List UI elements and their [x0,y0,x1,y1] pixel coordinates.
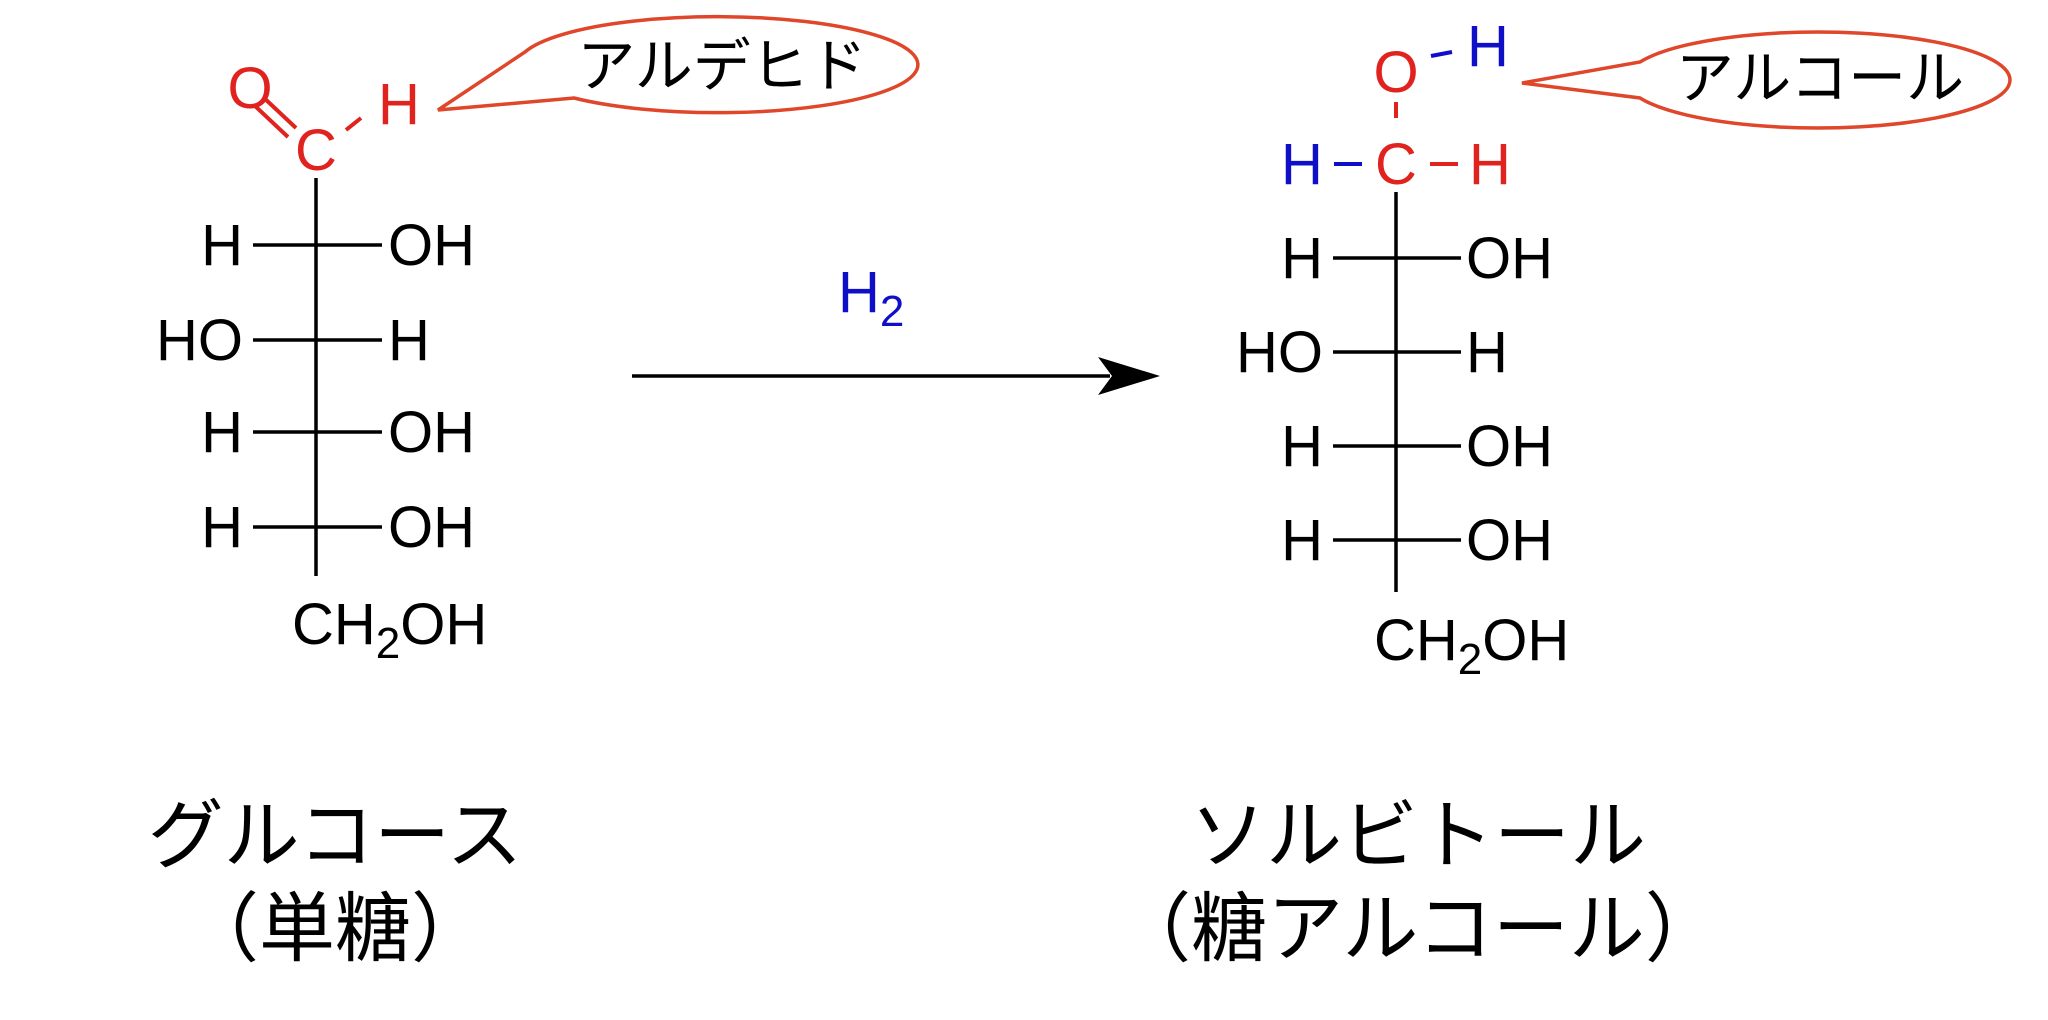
glucose-row1-right: OH [388,213,475,278]
sorbitol-row4-left: H [1281,508,1323,573]
glucose-double-bond-2 [253,104,290,139]
sorbitol-alcohol-h-top: H [1467,14,1509,79]
sorbitol-row2-left: HO [1236,320,1323,385]
sorbitol-row4-right: OH [1466,508,1553,573]
glucose-row2-left: HO [156,308,243,373]
glucose-row2-right: H [388,308,430,373]
glucose-category: （単糖） [183,884,487,973]
reaction-arrow-head [1098,357,1160,395]
sorbitol-name: ソルビトール [1190,791,1646,880]
glucose-double-bond-1 [261,95,298,130]
sorbitol-alcohol-h-right: H [1469,132,1511,197]
glucose-structure: O C H アルデヒド H OH HO H H OH H OH CH2OH [156,14,920,668]
glucose-callout-label: アルデヒド [577,32,866,100]
glucose-ch-bond [344,116,363,132]
sorbitol-alcohol-o: O [1373,40,1418,105]
glucose-row4-left: H [201,495,243,560]
glucose-row1-left: H [201,213,243,278]
reaction-arrow-group: H2 [632,260,1160,395]
glucose-callout-bubble [437,14,920,115]
sorbitol-alcohol-c: C [1375,132,1417,197]
reagent-label: H2 [838,260,904,336]
sorbitol-callout-bubble [1521,30,2012,130]
glucose-row3-left: H [201,400,243,465]
glucose-aldehyde-h: H [378,72,420,137]
glucose-row3-right: OH [388,400,475,465]
sorbitol-row1-left: H [1281,226,1323,291]
glucose-name: グルコース [148,791,523,880]
sorbitol-row2-right: H [1466,320,1508,385]
sorbitol-row1-right: OH [1466,226,1553,291]
sorbitol-bottom-group: CH2OH [1374,608,1569,684]
glucose-aldehyde-c: C [295,118,337,183]
sorbitol-row3-left: H [1281,414,1323,479]
glucose-row4-right: OH [388,495,475,560]
sorbitol-category: （糖アルコール） [1115,884,1721,973]
sorbitol-row3-right: OH [1466,414,1553,479]
sorbitol-callout-label: アルコール [1676,44,1964,112]
glucose-bottom-group: CH2OH [292,592,487,668]
sorbitol-alcohol-h-left: H [1281,132,1323,197]
sorbitol-oh-bond [1430,50,1453,58]
sorbitol-structure: O H H C H アルコール H OH HO H H OH H OH CH2O… [1236,14,2012,684]
glucose-aldehyde-o: O [227,56,272,121]
